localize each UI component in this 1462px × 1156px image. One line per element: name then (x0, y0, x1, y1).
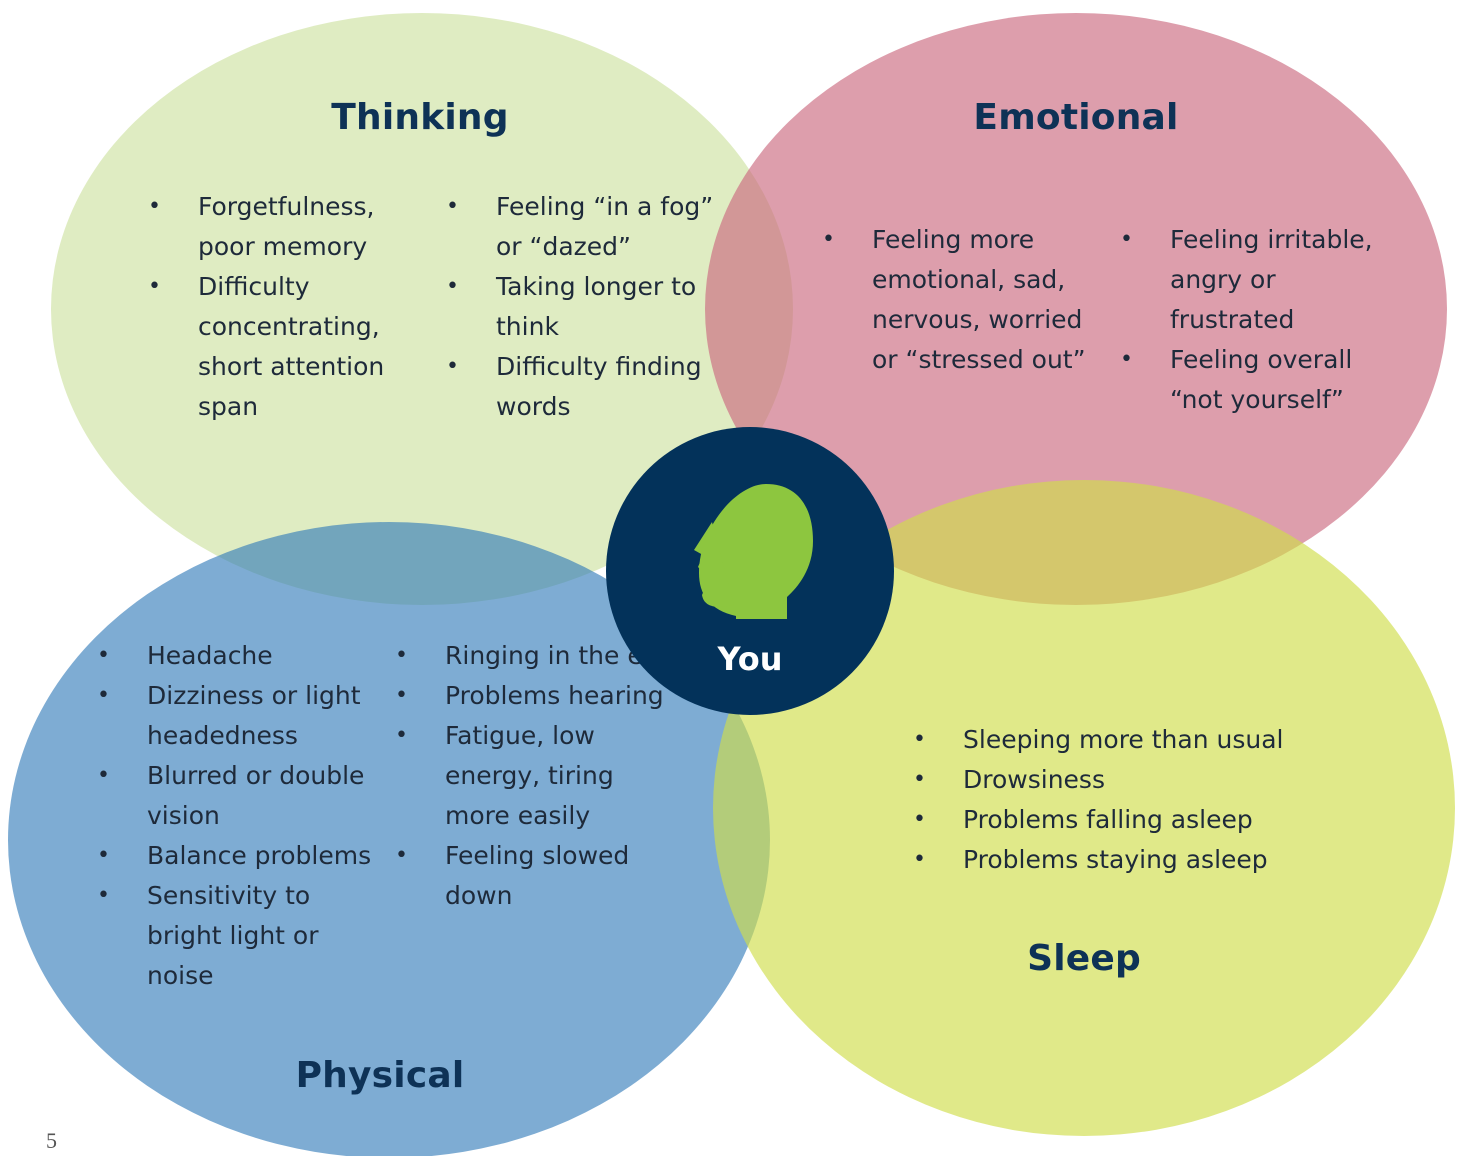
emotional-title: Emotional (973, 97, 1179, 138)
emotional-list-left: Feeling more emotional, sad, nervous, wo… (820, 220, 1090, 380)
list-item: Difficulty concentrating, short attentio… (146, 267, 396, 427)
list-item: Dizziness or light headedness (95, 676, 375, 756)
you-label: You (717, 640, 783, 678)
thinking-list-left: Forgetfulness, poor memory Difficulty co… (146, 187, 396, 427)
list-item: Balance problems (95, 836, 375, 876)
list-item: Drowsiness (911, 760, 1331, 800)
list-item: Problems falling asleep (911, 800, 1331, 840)
emotional-list-right: Feeling irritable, angry or frustrated F… (1118, 220, 1388, 420)
list-item: Feeling irritable, angry or frustrated (1118, 220, 1388, 340)
list-item: Problems hearing (393, 676, 683, 716)
list-item: Sensitivity to bright light or noise (95, 876, 375, 996)
physical-list-left: Headache Dizziness or light headedness B… (95, 636, 375, 996)
thinking-list-right: Feeling “in a fog” or “dazed” Taking lon… (444, 187, 714, 427)
list-item: Sleeping more than usual (911, 720, 1331, 760)
list-item: Feeling “in a fog” or “dazed” (444, 187, 714, 267)
list-item: Headache (95, 636, 375, 676)
list-item: Feeling more emotional, sad, nervous, wo… (820, 220, 1090, 380)
list-item: Fatigue, low energy, tiring more easily (393, 716, 683, 836)
list-item: Feeling slowed down (393, 836, 683, 916)
thinking-circle (51, 13, 793, 605)
physical-title: Physical (295, 1055, 465, 1096)
sleep-list: Sleeping more than usual Drowsiness Prob… (911, 720, 1331, 880)
list-item: Forgetfulness, poor memory (146, 187, 396, 267)
list-item: Difficulty finding words (444, 347, 714, 427)
list-item: Taking longer to think (444, 267, 714, 347)
you-center-circle: You (606, 427, 894, 715)
list-item: Blurred or double vision (95, 756, 375, 836)
list-item: Problems staying asleep (911, 840, 1331, 880)
sleep-title: Sleep (1027, 938, 1141, 979)
page-number: 5 (46, 1128, 57, 1153)
list-item: Feeling overall “not yourself” (1118, 340, 1388, 420)
head-profile-icon (694, 484, 813, 619)
thinking-title: Thinking (331, 97, 509, 138)
